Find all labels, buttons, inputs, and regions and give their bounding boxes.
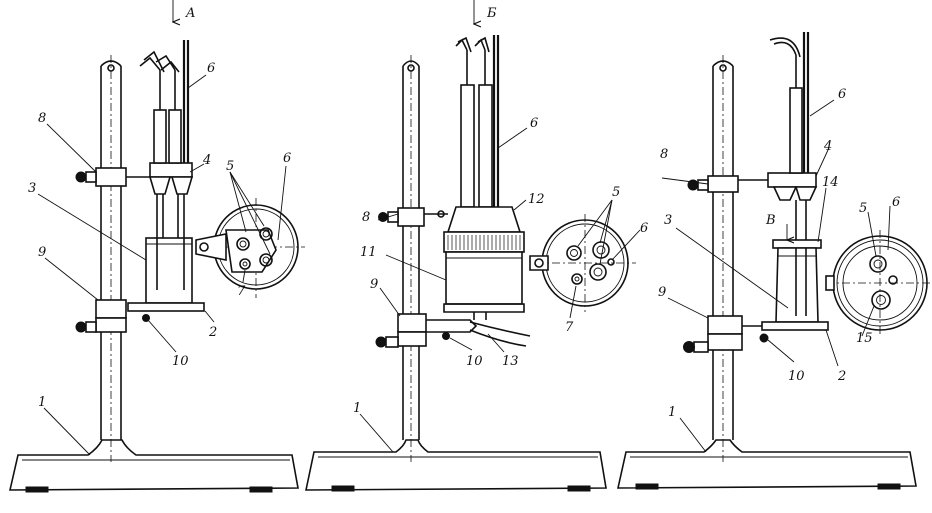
left-view-label: A [185, 6, 195, 21]
right-holder-arm [767, 172, 818, 201]
left-end-view [195, 198, 305, 298]
left-holder-arm [148, 162, 194, 195]
middle-label-1: 1 [353, 401, 361, 416]
left-label-4: 4 [202, 153, 211, 168]
right-label-3: 3 [664, 213, 672, 228]
middle-label-7: 7 [565, 320, 574, 335]
middle-stand-base [305, 439, 607, 492]
middle-cap [443, 206, 525, 253]
left-electrodes [139, 40, 190, 238]
right-label-1: 1 [668, 405, 676, 420]
right-leader-lines [661, 99, 891, 453]
right-stand-base [617, 439, 917, 490]
middle-vessel [443, 251, 525, 313]
right-assembly: В 1 2 3 4 5 6 6 8 9 10 14 15 [617, 32, 932, 490]
right-label-6a: 6 [838, 87, 846, 102]
right-label-5: 5 [859, 201, 867, 216]
right-label-6b: 6 [892, 195, 900, 210]
left-label-1: 1 [38, 395, 46, 410]
left-label-6a: 6 [207, 61, 215, 76]
middle-electrodes [455, 35, 500, 208]
left-vessel [145, 237, 193, 304]
right-view-label: В [765, 213, 776, 228]
right-table-and-lower-clamp [683, 315, 829, 353]
middle-label-6a: 6 [530, 116, 538, 131]
left-stand-base [8, 439, 299, 493]
left-label-8: 8 [38, 111, 46, 126]
right-vessel [772, 239, 822, 323]
middle-label-5: 5 [612, 185, 620, 200]
left-label-10: 10 [172, 354, 189, 369]
left-upper-clamp [75, 167, 152, 187]
middle-stand-column [402, 55, 420, 462]
right-label-10: 10 [788, 369, 805, 384]
right-label-14: 14 [822, 175, 839, 190]
middle-lower-clamp [375, 312, 531, 348]
left-stand-column [100, 55, 122, 462]
left-label-3: 3 [28, 181, 36, 196]
middle-upper-clamp [378, 207, 448, 227]
right-label-8: 8 [660, 147, 668, 162]
middle-label-9: 9 [370, 277, 378, 292]
middle-label-10: 10 [466, 354, 483, 369]
right-label-2: 2 [837, 369, 846, 384]
middle-label-12: 12 [528, 192, 545, 207]
right-upper-clamp [687, 175, 770, 193]
left-label-6b: 6 [283, 151, 291, 166]
middle-label-6b: 6 [640, 221, 648, 236]
left-label-9: 9 [38, 245, 46, 260]
left-label-2: 2 [208, 325, 217, 340]
right-stand-column [712, 55, 734, 462]
left-table-and-lower-clamp [75, 299, 205, 333]
middle-assembly: Б 1 5 6 6 7 8 9 10 11 12 13 [305, 0, 648, 492]
middle-cap-knurl [447, 235, 521, 250]
left-leader-lines [37, 0, 287, 456]
right-label-4: 4 [823, 139, 832, 154]
middle-view-label: Б [486, 6, 497, 21]
right-label-15: 15 [856, 331, 873, 346]
left-label-5: 5 [226, 159, 234, 174]
left-label-7: 7 [237, 284, 246, 299]
middle-label-13: 13 [502, 354, 519, 369]
right-end-view [825, 230, 932, 336]
middle-leader-lines [359, 0, 641, 453]
middle-label-8: 8 [362, 210, 370, 225]
middle-end-view [529, 214, 636, 312]
left-assembly: A 1 2 3 4 5 6 6 7 8 9 10 [8, 0, 305, 493]
right-label-9: 9 [658, 285, 666, 300]
middle-label-11: 11 [360, 245, 377, 260]
